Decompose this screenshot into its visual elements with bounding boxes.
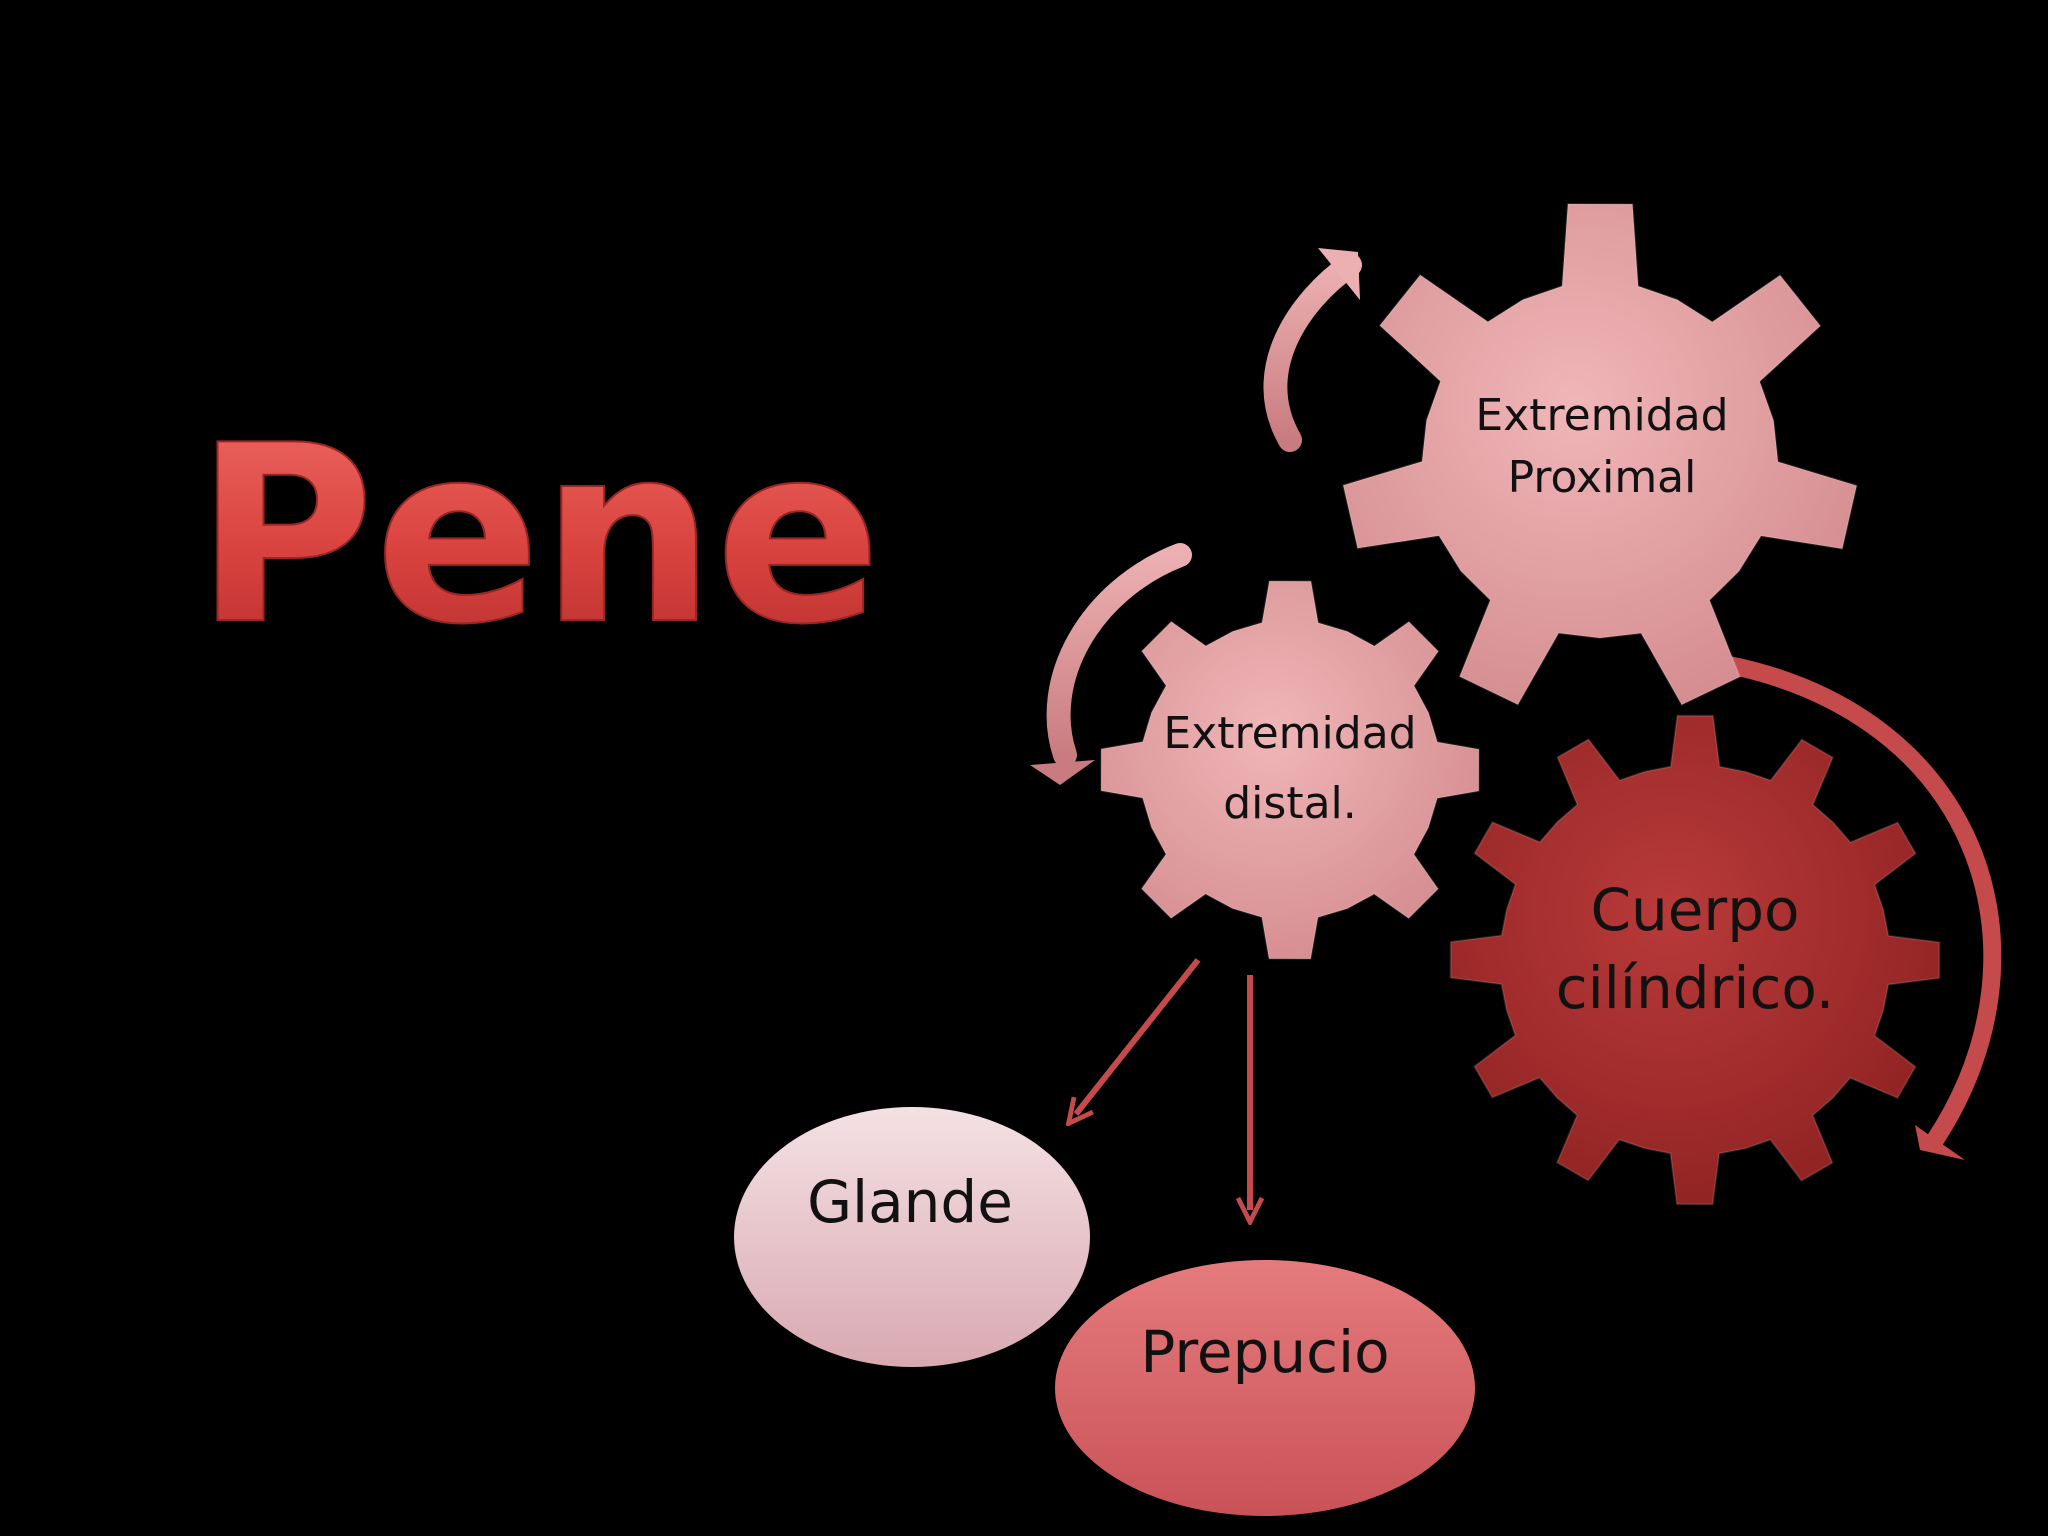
arc-arrow-right — [1691, 651, 2002, 1149]
arrow-to-glande — [1076, 958, 1201, 1114]
oval-prepucio-label: Prepucio — [1140, 1318, 1389, 1386]
gear-body — [1449, 714, 1941, 1206]
oval-glande-label: Glande — [807, 1168, 1013, 1236]
gear-distal-label-line1: Extremidad — [1163, 708, 1416, 759]
gear-distal — [1100, 580, 1480, 960]
gear-proximal-label-line2: Proximal — [1508, 452, 1697, 503]
arc-arrow-left — [1046, 543, 1192, 767]
arc-arrow-top — [1263, 253, 1362, 452]
gear-proximal-label-line1: Extremidad — [1475, 390, 1728, 441]
arc-arrow-top-head — [1318, 248, 1360, 300]
oval-glande — [734, 1107, 1090, 1367]
gear-body-label-line1: Cuerpo — [1590, 876, 1799, 944]
oval-prepucio — [1055, 1260, 1475, 1516]
gear-distal-label-line2: distal. — [1223, 778, 1357, 829]
gear-proximal — [1342, 202, 1858, 707]
gears-group — [1100, 202, 1941, 1206]
arc-arrow-left-head — [1030, 760, 1095, 785]
gear-body-label-line2: cilíndrico. — [1556, 954, 1835, 1022]
arc-arrow-right-head — [1915, 1125, 1965, 1160]
page-title: Pene — [195, 393, 881, 678]
